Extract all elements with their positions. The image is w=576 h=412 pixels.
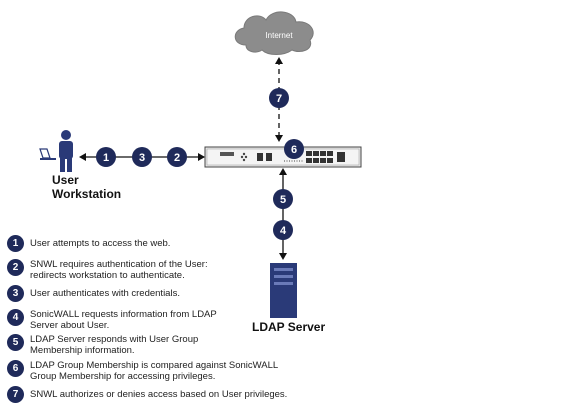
step-badge-5: 5 <box>273 189 293 209</box>
arrowhead-down-appliance <box>275 135 283 142</box>
laptop-icon <box>39 148 56 160</box>
arrowhead-left-user <box>79 153 86 161</box>
svg-text:5: 5 <box>280 194 286 206</box>
svg-text:6: 6 <box>291 144 297 156</box>
server-icon <box>270 263 297 318</box>
svg-text:3: 3 <box>139 152 145 164</box>
arrowhead-right-appliance <box>198 153 205 161</box>
svg-text:4: 4 <box>280 225 287 237</box>
arrowhead-down-ldap <box>279 253 287 260</box>
arrowhead-up-appliance <box>279 168 287 175</box>
internet-label: Internet <box>265 31 293 40</box>
user-workstation-label: User Workstation <box>52 173 122 201</box>
step-badge-7: 7 <box>269 88 289 108</box>
ldap-server-label: LDAP Server <box>252 320 326 334</box>
arrowhead-up-internet <box>275 57 283 64</box>
step-badge-3: 3 <box>132 147 152 167</box>
svg-text:7: 7 <box>276 93 282 105</box>
svg-text:1: 1 <box>103 152 109 164</box>
cloud-icon <box>234 11 314 55</box>
svg-text:2: 2 <box>174 152 180 164</box>
firewall-appliance-icon <box>204 146 362 168</box>
user-icon <box>59 130 73 172</box>
step-badge-1: 1 <box>96 147 116 167</box>
step-badge-4: 4 <box>273 220 293 240</box>
step-badge-2: 2 <box>167 147 187 167</box>
step-badge-6: 6 <box>284 139 304 159</box>
